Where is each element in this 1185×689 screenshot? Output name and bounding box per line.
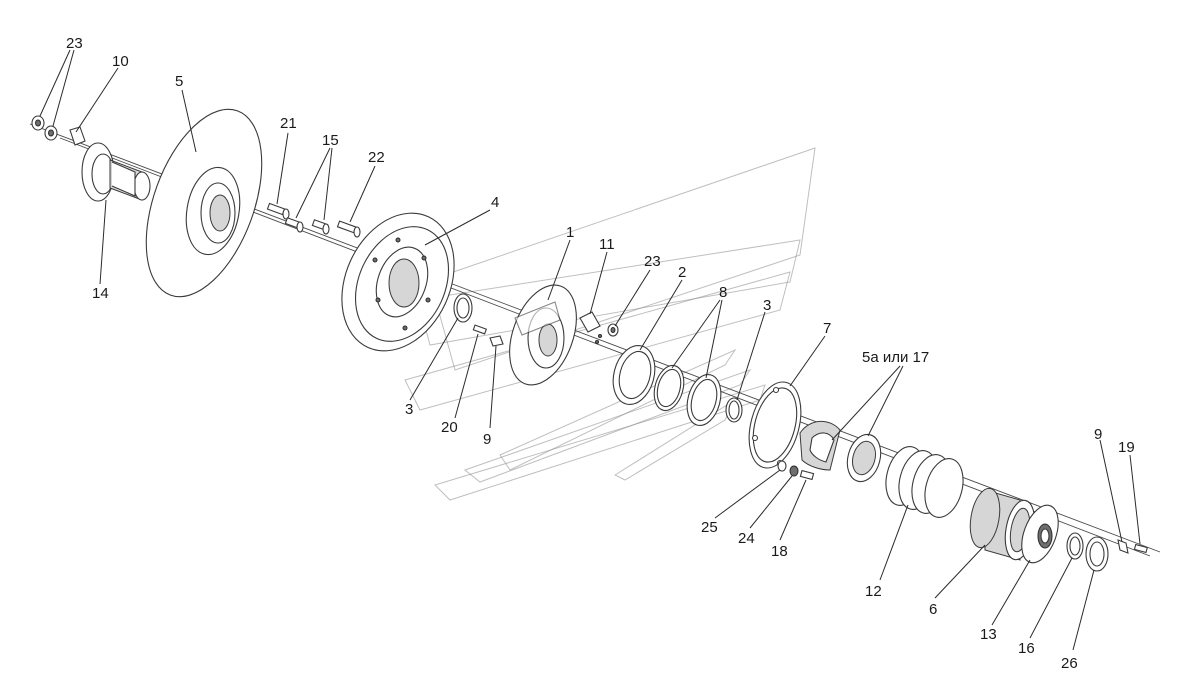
callout-1: 1 (566, 224, 574, 241)
callout-6: 6 (929, 601, 937, 618)
callout-3-right: 3 (763, 297, 771, 314)
callout-25: 25 (701, 519, 718, 536)
cover-13 (1021, 504, 1059, 564)
callout-13: 13 (980, 626, 997, 643)
callout-23-left: 23 (66, 35, 83, 52)
callout-9-right: 9 (1094, 426, 1102, 443)
bolt-22 (336, 220, 361, 238)
bolt-21 (266, 202, 290, 220)
callout-5a-or-17: 5а или 17 (862, 349, 929, 366)
bolt-20 (472, 324, 488, 335)
nut-23-left (31, 115, 58, 141)
snap-ring-3-right (725, 397, 743, 423)
callout-24: 24 (738, 530, 755, 547)
callout-9-left: 9 (483, 431, 491, 448)
cover-7 (748, 381, 802, 469)
ring-26 (1085, 536, 1109, 572)
ring-16 (1066, 532, 1084, 560)
seal-ring-2 (612, 345, 656, 405)
hub-1 (509, 284, 577, 386)
leader-lines (39, 49, 1141, 651)
callout-21: 21 (280, 115, 297, 132)
callout-18: 18 (771, 543, 788, 560)
nut-23-right (607, 323, 619, 337)
washer-9-right (1117, 539, 1129, 554)
callout-15: 15 (322, 132, 339, 149)
washer-25 (777, 460, 787, 472)
callout-20: 20 (441, 419, 458, 436)
callout-12: 12 (865, 583, 882, 600)
bolts-15 (284, 217, 330, 235)
spring-12 (885, 446, 964, 518)
callout-10: 10 (112, 53, 129, 70)
bolt-19 (1133, 543, 1148, 554)
callout-14: 14 (92, 285, 109, 302)
callout-16: 16 (1018, 640, 1035, 657)
callout-8: 8 (719, 284, 727, 301)
callout-22: 22 (368, 149, 385, 166)
snap-ring-3-left (453, 293, 473, 323)
callout-26: 26 (1061, 655, 1078, 672)
washer-9-left (489, 335, 504, 347)
sleeve-6 (969, 487, 1036, 561)
callout-23-right: 23 (644, 253, 661, 270)
rings-8 (653, 364, 722, 427)
callout-3-left: 3 (405, 401, 413, 418)
lock-plate-11 (579, 311, 602, 344)
brake-drum-4 (341, 212, 455, 352)
callout-11: 11 (599, 236, 615, 253)
callout-labels: 23 10 5 14 21 15 22 4 1 11 23 2 8 3 7 5а… (66, 35, 1135, 672)
lock-plate-10 (69, 126, 86, 146)
callout-19: 19 (1118, 439, 1135, 456)
callout-7: 7 (823, 320, 831, 337)
part-5a-or-17 (799, 420, 882, 483)
callout-2: 2 (678, 264, 686, 281)
callout-5: 5 (175, 73, 183, 90)
bolt-18 (799, 469, 815, 481)
shaft-flange-14 (81, 142, 151, 202)
brake-disc-5 (145, 108, 263, 298)
callout-4: 4 (491, 194, 499, 211)
nut-24 (789, 465, 799, 477)
